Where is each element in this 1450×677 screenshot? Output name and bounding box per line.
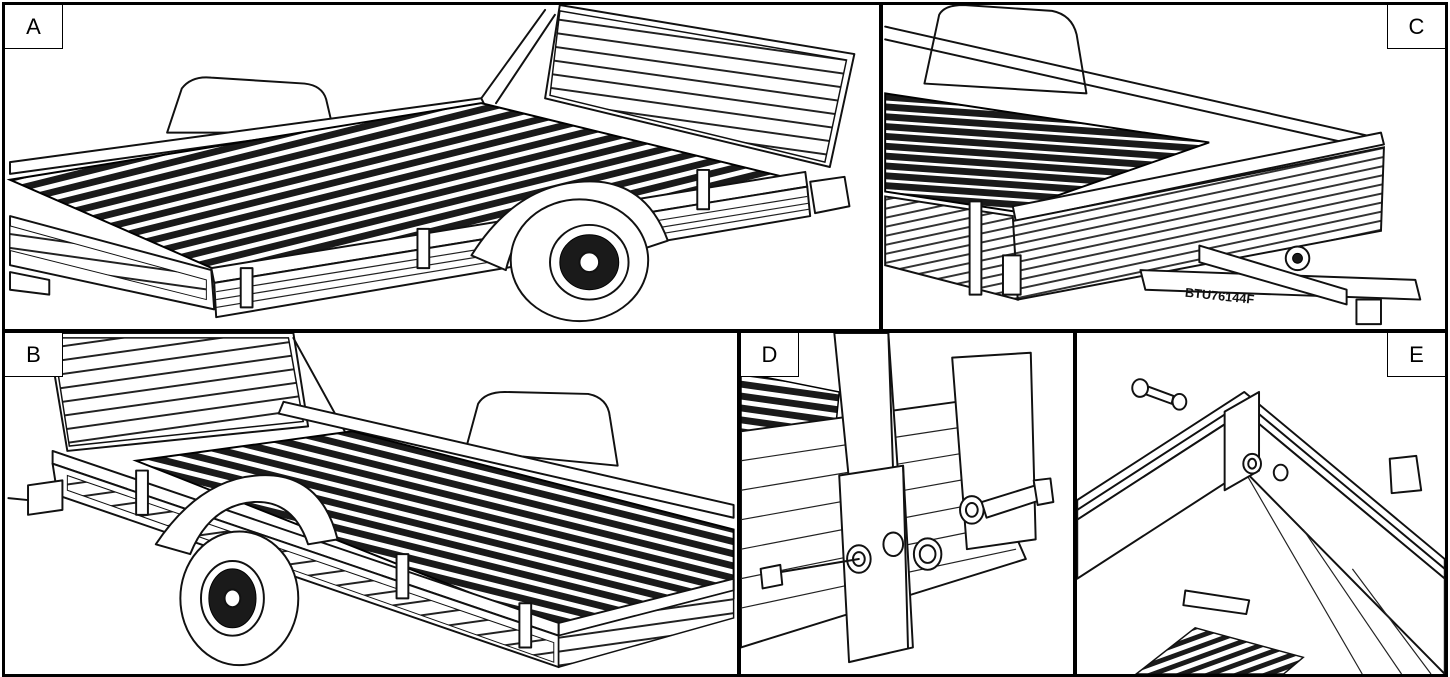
panel-c-decal: BTU76144F xyxy=(1184,285,1255,307)
panel-d-illustration xyxy=(741,333,1055,664)
panel-d: D xyxy=(738,330,1076,677)
panel-a-illustration xyxy=(6,5,856,323)
panel-c-illustration: BTU76144F xyxy=(884,5,1422,326)
panel-e-label: E xyxy=(1387,333,1445,377)
panel-a: A xyxy=(2,2,882,332)
panel-b: B xyxy=(2,330,740,677)
panel-c: BTU76144F C xyxy=(880,2,1448,332)
panel-e: E xyxy=(1074,330,1448,677)
panel-a-label: A xyxy=(5,5,63,49)
panel-c-label: C xyxy=(1387,5,1445,49)
panel-b-illustration xyxy=(7,333,735,669)
panel-b-label: B xyxy=(5,333,63,377)
panel-e-illustration xyxy=(1077,378,1445,674)
panel-d-label: D xyxy=(741,333,799,377)
